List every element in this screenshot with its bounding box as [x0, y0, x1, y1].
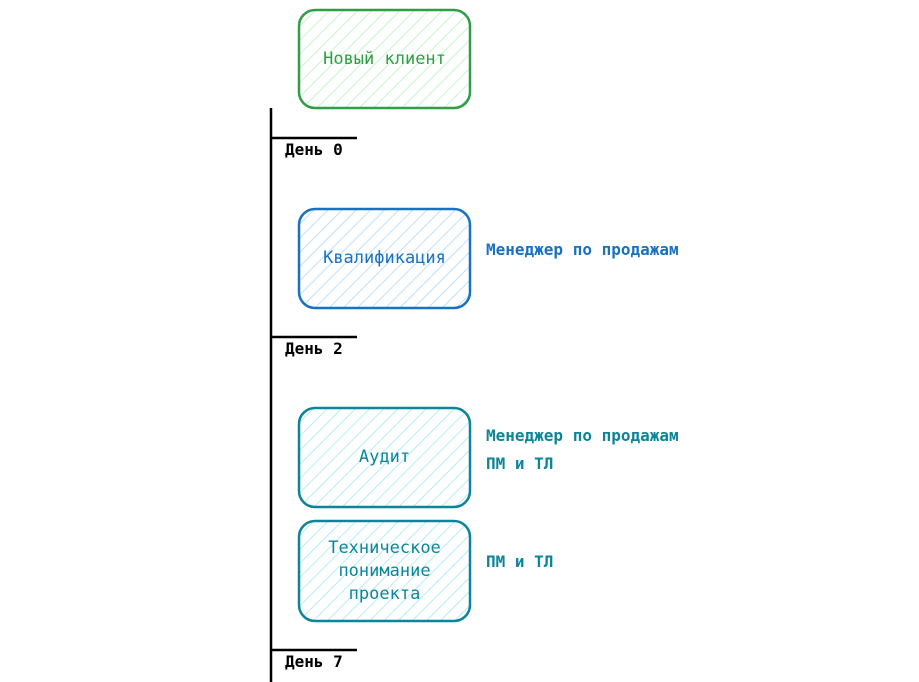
role-line: Менеджер по продажам	[486, 426, 679, 445]
role-note-audit: Менеджер по продажам ПМ и ТЛ	[486, 422, 679, 478]
day-label-2: День 2	[285, 339, 343, 358]
step-label-new-client: Новый клиент	[323, 48, 446, 69]
role-line: ПМ и ТЛ	[486, 552, 554, 571]
day-label-0: День 0	[285, 140, 343, 159]
day-label-7: День 7	[285, 652, 343, 671]
role-note-qualification: Менеджер по продажам	[486, 236, 679, 264]
role-note-tech-understanding: ПМ и ТЛ	[486, 548, 553, 576]
step-box-qualification	[297, 207, 472, 310]
step-box-audit	[297, 406, 472, 509]
role-line: Менеджер по продажам	[486, 240, 679, 259]
step-box-new-client	[297, 8, 472, 110]
step-label-qualification: Квалификация	[323, 248, 446, 268]
role-line: ПМ и ТЛ	[486, 454, 554, 473]
step-label-audit: Аудит	[358, 447, 411, 467]
step-label-tech-understanding: Техническое понимание проекта	[328, 537, 441, 604]
step-box-tech-understanding	[297, 519, 472, 623]
